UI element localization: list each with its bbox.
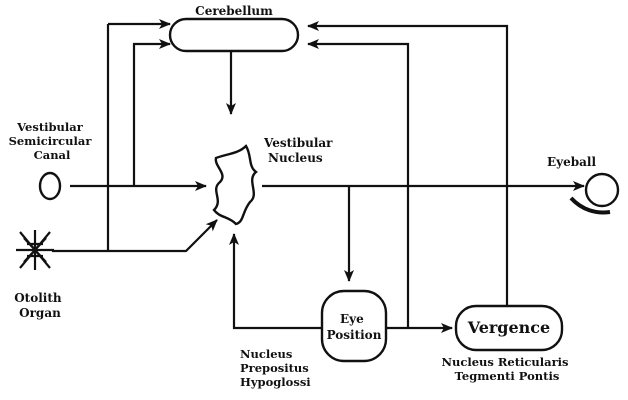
cerebellum-node [168, 17, 300, 53]
cerebellum-label: Cerebellum [195, 4, 273, 18]
eyeball-label: Eyeball [547, 155, 596, 169]
arrow-eye-position-to-nucleus [229, 233, 322, 330]
eyeball-node [569, 172, 620, 215]
nucleus-reticularis-label: Nucleus Reticularis Tegmenti Pontis [441, 355, 572, 383]
vestibular-nucleus-label: Vestibular Nucleus [263, 136, 337, 165]
vergence-node [454, 304, 564, 352]
otolith-organ-node [16, 230, 54, 270]
vergence-label: Vergence [467, 318, 550, 337]
vestibular-canal-node [38, 171, 62, 201]
connectors [52, 19, 585, 333]
otolith-organ-label: Otolith Organ [14, 291, 66, 320]
eye-position-label: Eye Position [327, 312, 382, 342]
arrow-canal-to-cerebellum [132, 39, 171, 186]
eye-position-node [320, 289, 388, 363]
arrow-eye-position-to-cerebellum [307, 39, 410, 328]
vestibular-nucleus-node [212, 144, 258, 226]
nucleus-prepositus-label: Nucleus Prepositus Hypoglossi [240, 347, 313, 389]
arrow-otolith-to-nucleus [52, 219, 218, 253]
vestibular-canal-label: Vestibular Semicircular Canal [9, 120, 96, 162]
arrow-vergence-to-cerebellum [307, 21, 509, 306]
